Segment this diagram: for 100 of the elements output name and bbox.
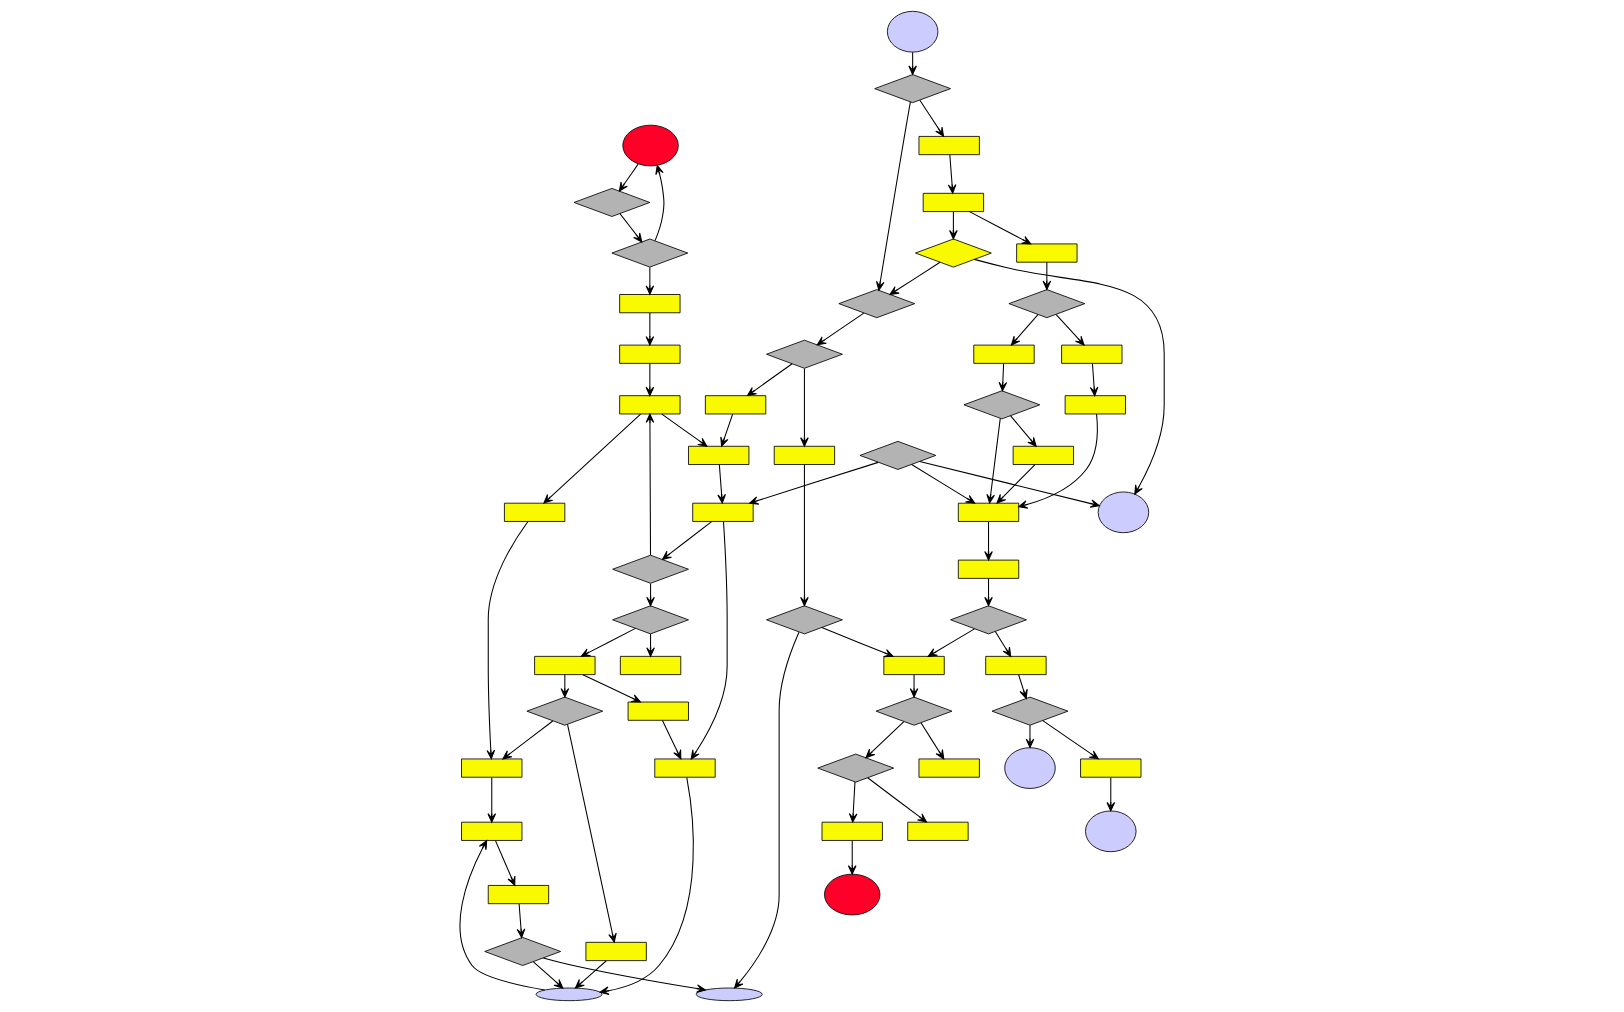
node-box [918,136,980,156]
node-box [585,941,647,962]
node-diamond [838,289,916,319]
arrow [998,362,1008,392]
arrow [749,461,879,505]
node-box [907,821,969,841]
node-box [918,758,980,778]
arrow [865,721,905,759]
node-diamond [526,696,604,726]
arrow [567,723,617,943]
node-diamond [766,339,843,369]
node-box [461,821,523,841]
arrow [800,464,809,607]
arrow [968,211,1032,245]
arrow [690,521,728,760]
arrow [661,720,682,760]
arrow [994,630,1012,657]
arrow [908,51,917,75]
node-diamond [950,605,1027,635]
node-box [773,445,836,465]
node-box [461,758,523,778]
node-diamond [573,188,651,217]
arrow [1018,674,1028,699]
node-box [922,192,985,212]
node-diamond [612,605,689,635]
node-ellipse [1085,810,1137,853]
node-diamond [766,605,843,635]
node-ellipse [695,987,763,1002]
arrow [645,312,655,346]
node-box [504,502,566,522]
node-box [973,344,1035,364]
arrow [1106,776,1116,812]
arrow [599,776,694,996]
arrow [502,720,554,760]
arrow [984,578,993,607]
arrow [582,674,641,703]
arrow [947,154,957,194]
arrow [661,413,708,447]
arrow [816,312,865,346]
node-box [619,294,681,314]
arrow [662,521,713,560]
arrow [580,627,636,657]
arrow [1089,362,1099,397]
arrow [720,413,734,447]
node-diamond [817,753,895,783]
arrow [459,840,546,991]
arrow [1042,261,1052,290]
arrow [574,960,607,989]
arrow [494,840,516,886]
arrow [949,211,958,240]
node-box [1012,445,1074,465]
node-box [1061,344,1123,364]
arrow [654,165,665,242]
node-box [619,655,682,676]
arrow [543,413,642,504]
arrow [984,521,993,561]
node-box [619,344,681,364]
node-box [821,821,883,841]
arrow [532,961,564,989]
arrow [920,722,945,760]
arrow [645,362,655,397]
arrow [516,903,526,939]
arrow [1009,415,1037,447]
node-box [688,445,750,465]
node-diamond [875,696,953,726]
arrow [867,777,928,823]
node-box [1016,243,1078,263]
arrow [848,781,858,823]
arrow [919,460,1100,508]
arrow [646,582,655,607]
arrow [1055,314,1085,346]
arrow [821,627,894,658]
arrow [747,363,793,397]
node-diamond [991,696,1069,726]
arrow [1042,720,1099,760]
arrow [646,633,655,657]
arrow [1018,413,1098,509]
node-box [883,655,945,676]
node-box [985,655,1047,676]
node-box [704,395,767,415]
node-ellipse [824,873,881,916]
arrow [717,464,726,504]
arrow [618,163,639,192]
node-ellipse [886,10,939,53]
node-box [692,502,754,522]
node-box [1080,758,1142,778]
arrow [996,464,1036,504]
node-box [627,701,689,721]
node-box [957,559,1020,579]
node-diamond [484,937,562,966]
arrow [645,413,655,556]
arrow [919,99,945,137]
node-box [1064,395,1126,415]
arrow [1025,724,1035,749]
node-ellipse [535,987,603,1002]
node-diamond [915,238,992,268]
arrow [560,674,570,698]
arrow [927,628,976,657]
arrow [1010,314,1039,346]
arrow [734,631,800,989]
